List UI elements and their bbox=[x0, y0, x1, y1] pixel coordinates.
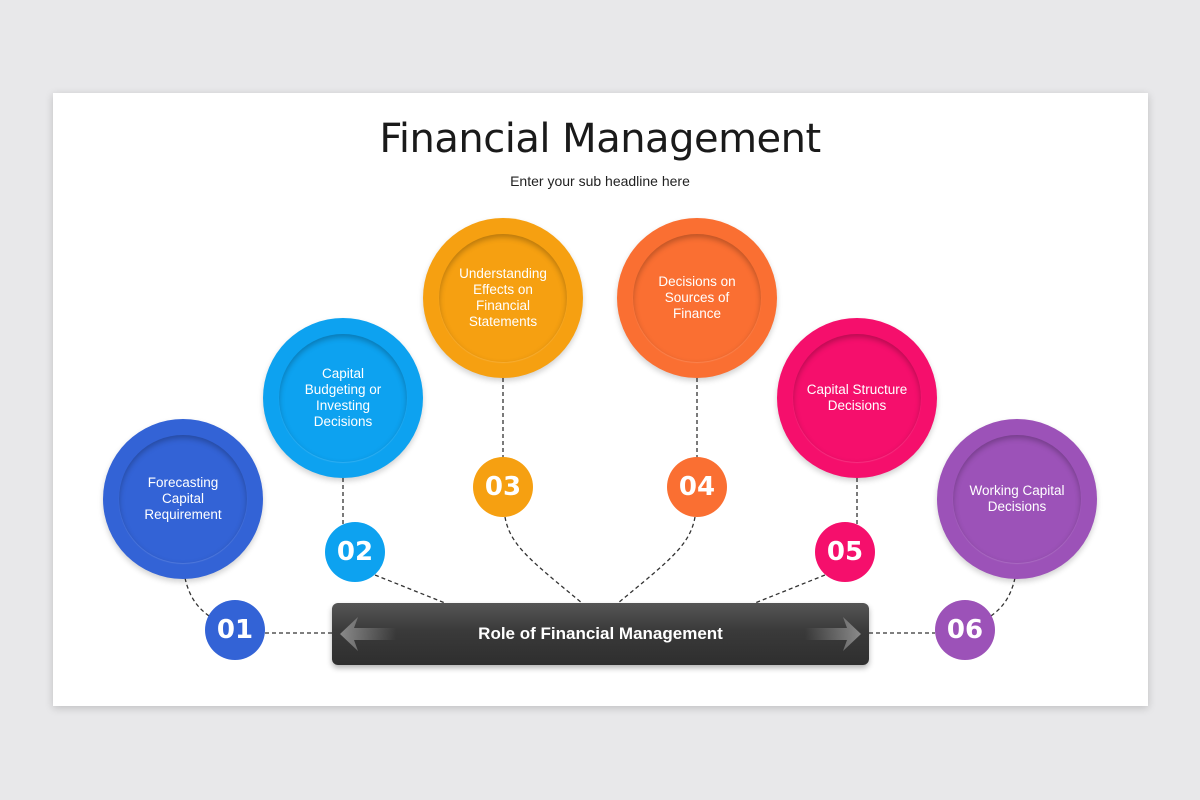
number-badge-03: 03 bbox=[473, 457, 533, 517]
arrow-left-icon bbox=[340, 617, 396, 651]
page-title: Financial Management bbox=[379, 116, 821, 162]
topic-label: Capital Structure Decisions bbox=[806, 382, 908, 413]
center-bar: Role of Financial Management bbox=[332, 603, 869, 665]
topic-circle-03: Understanding Effects on Financial State… bbox=[423, 218, 583, 378]
arrow-right-icon bbox=[805, 617, 861, 651]
topic-label: Working Capital Decisions bbox=[969, 483, 1065, 514]
number-badge-05: 05 bbox=[815, 522, 875, 582]
topic-circle-06: Working Capital Decisions bbox=[937, 419, 1097, 579]
topic-label: Decisions on Sources of Finance bbox=[658, 274, 736, 321]
number-badge-02: 02 bbox=[325, 522, 385, 582]
topic-circle-04: Decisions on Sources of Finance bbox=[617, 218, 777, 378]
topic-circle-05: Capital Structure Decisions bbox=[777, 318, 937, 478]
number-badge-01: 01 bbox=[205, 600, 265, 660]
topic-label: Forecasting Capital Requirement bbox=[144, 475, 222, 522]
topic-circle-02: Capital Budgeting or Investing Decisions bbox=[263, 318, 423, 478]
number-badge-06: 06 bbox=[935, 600, 995, 660]
topic-label: Understanding Effects on Financial State… bbox=[459, 266, 547, 329]
page-subtitle: Enter your sub headline here bbox=[510, 173, 690, 189]
number-badge-04: 04 bbox=[667, 457, 727, 517]
topic-circle-01: Forecasting Capital Requirement bbox=[103, 419, 263, 579]
topic-label: Capital Budgeting or Investing Decisions bbox=[304, 366, 382, 429]
center-bar-label: Role of Financial Management bbox=[478, 624, 723, 643]
